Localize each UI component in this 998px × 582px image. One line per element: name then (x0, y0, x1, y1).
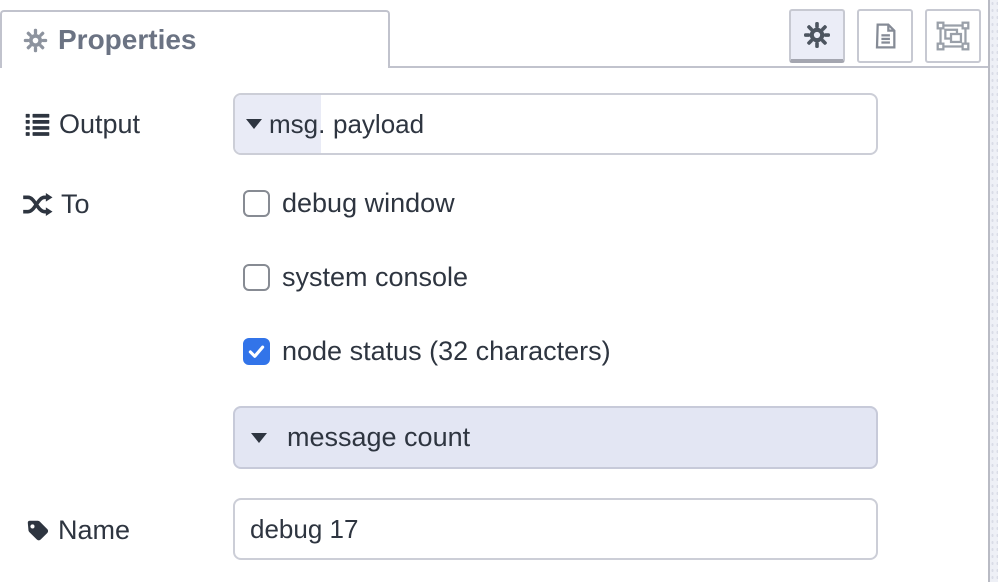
output-label: Output (24, 109, 140, 140)
shuffle-icon (23, 193, 53, 216)
list-icon (25, 113, 50, 136)
name-field (233, 498, 878, 560)
properties-tab-button[interactable] (789, 9, 845, 63)
file-text-icon (875, 23, 896, 49)
output-typed-input: msg. (233, 93, 878, 155)
panel-right-border (988, 0, 990, 582)
chevron-down-icon (251, 432, 267, 443)
output-label-text: Output (59, 109, 141, 139)
appearance-tab-button[interactable] (925, 9, 981, 63)
status-display-value: message count (287, 422, 471, 452)
debug-window-option[interactable]: debug window (243, 188, 455, 218)
name-input[interactable] (235, 500, 876, 558)
node-status-option[interactable]: node status (32 characters) (243, 336, 611, 366)
property-type-button[interactable]: msg. (235, 95, 325, 153)
object-group-icon (936, 21, 970, 51)
output-property-input[interactable] (321, 95, 876, 153)
gear-icon (804, 22, 830, 48)
header-divider (390, 66, 988, 68)
check-icon (248, 345, 265, 358)
node-status-label: node status (32 characters) (282, 335, 611, 366)
name-label-text: Name (58, 515, 131, 545)
system-console-checkbox[interactable] (243, 263, 270, 291)
tag-icon (27, 520, 49, 540)
system-console-label: system console (282, 261, 469, 292)
to-label-text: To (61, 189, 90, 219)
property-type-label: msg. (269, 108, 326, 139)
chevron-down-icon (246, 119, 262, 129)
tab-title: Properties (58, 24, 197, 55)
tab-properties[interactable]: Properties (0, 10, 390, 68)
workspace-edge (990, 0, 998, 582)
node-status-checkbox[interactable] (243, 337, 270, 365)
debug-window-label: debug window (282, 187, 455, 218)
to-label: To (22, 189, 90, 220)
debug-window-checkbox[interactable] (243, 189, 270, 217)
name-label: Name (24, 515, 130, 546)
gear-icon (23, 28, 48, 52)
description-tab-button[interactable] (857, 9, 913, 63)
system-console-option[interactable]: system console (243, 262, 468, 292)
status-display-select[interactable]: message count (233, 406, 878, 469)
